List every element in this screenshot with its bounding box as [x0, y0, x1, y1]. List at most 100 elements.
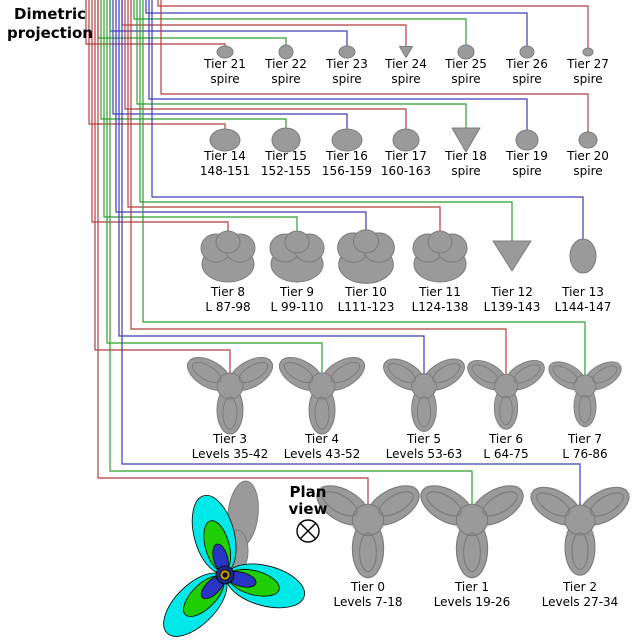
tier-shape: [200, 230, 256, 283]
connector-line: [148, 0, 528, 140]
tier-name-label: Tier 13: [561, 285, 604, 299]
tier-shape: [269, 230, 325, 283]
connector-line: [136, 0, 467, 140]
tier-shape: [515, 129, 539, 151]
tier-sub-label: spire: [332, 72, 361, 86]
tier-name-label: Tier 6: [488, 432, 523, 446]
tier-shape: [548, 361, 622, 428]
tier-name-label: Tier 0: [350, 580, 385, 594]
tier-sub-label: spire: [512, 72, 541, 86]
connector-lines: [85, 0, 589, 520]
connector-line: [124, 0, 407, 140]
tier-sub-label: L144-147: [555, 300, 612, 314]
tier-name-label: Tier 3: [212, 432, 247, 446]
tier-sub-label: spire: [271, 72, 300, 86]
tier-name-label: Tier 25: [444, 57, 487, 71]
connector-line: [157, 0, 589, 52]
tier-name-label: Tier 23: [325, 57, 368, 71]
tier-name-label: Tier 18: [444, 149, 487, 163]
tier-sub-label: 160-163: [381, 164, 431, 178]
tier-shape: [316, 485, 420, 579]
connector-line: [142, 0, 586, 386]
tier-sub-label: 148-151: [200, 164, 250, 178]
plan-view-label: Plan view: [288, 483, 328, 518]
tier-shape: [578, 131, 598, 149]
tier-shape: [337, 229, 395, 284]
tier-shape: [271, 127, 301, 153]
connector-line: [118, 0, 425, 386]
tier-sub-label: Levels 35-42: [192, 447, 269, 461]
connector-line: [145, 0, 528, 52]
connector-line: [106, 0, 323, 386]
tier-shape: [338, 45, 356, 59]
tier-shape: [451, 127, 481, 153]
tier-sub-label: L 99-110: [270, 300, 323, 314]
tier-shape: [457, 44, 475, 60]
connector-line: [109, 0, 473, 520]
connector-line: [133, 0, 467, 52]
tier-name-label: Tier 19: [505, 149, 548, 163]
tier-shape: [569, 238, 597, 274]
tier-sub-label: Levels 53-63: [386, 447, 463, 461]
tier-sub-label: Levels 43-52: [284, 447, 361, 461]
plan-view-flower: [163, 495, 305, 637]
tier-shape: [519, 45, 535, 59]
tier-sub-label: L 64-75: [483, 447, 528, 461]
tier-shape: [392, 128, 420, 152]
tier-name-label: Tier 17: [384, 149, 427, 163]
tier-name-label: Tier 2: [562, 580, 597, 594]
tier-shape: [412, 230, 468, 283]
tier-shape: [278, 44, 294, 60]
tier-sub-label: L139-143: [484, 300, 541, 314]
tier-name-label: Tier 22: [264, 57, 307, 71]
tier-name-label: Tier 8: [210, 285, 245, 299]
tier-shape: [278, 357, 366, 435]
tier-name-label: Tier 16: [325, 149, 368, 163]
tier-shape: [530, 486, 630, 576]
connector-line: [130, 0, 507, 386]
connector-line: [112, 0, 348, 140]
view-direction-icon: [296, 519, 320, 543]
tier-name-label: Tier 15: [264, 149, 307, 163]
tier-name-label: Tier 5: [406, 432, 441, 446]
tier-sub-label: Levels 7-18: [334, 595, 403, 609]
tier-sub-label: spire: [573, 72, 602, 86]
tier-sub-label: L 87-98: [205, 300, 250, 314]
tier-shape: [331, 128, 363, 152]
tier-shape: [383, 358, 465, 433]
flower-center-dot: [222, 572, 228, 578]
tier-name-label: Tier 24: [384, 57, 427, 71]
tier-shape: [582, 47, 594, 57]
tier-sub-label: spire: [391, 72, 420, 86]
tier-name-label: Tier 21: [203, 57, 246, 71]
tier-sub-label: L 76-86: [562, 447, 607, 461]
connector-line: [160, 0, 589, 140]
tier-shape: [399, 46, 413, 58]
connector-line: [97, 0, 369, 520]
tier-sub-label: spire: [512, 164, 541, 178]
tier-name-label: Tier 27: [566, 57, 609, 71]
diagram-title: Dimetric projection: [7, 5, 93, 42]
connector-line: [139, 0, 513, 256]
tier-name-label: Tier 4: [304, 432, 339, 446]
tier-sub-label: 156-159: [322, 164, 372, 178]
tier-sub-label: spire: [573, 164, 602, 178]
tier-name-label: Tier 12: [490, 285, 533, 299]
tier-sub-label: spire: [210, 72, 239, 86]
tier-sub-label: spire: [451, 72, 480, 86]
tier-sub-label: 152-155: [261, 164, 311, 178]
tier-shape: [492, 240, 532, 272]
connector-line: [121, 0, 581, 520]
tier-shape: [420, 485, 524, 579]
tier-name-label: Tier 26: [505, 57, 548, 71]
tier-sub-label: Levels 27-34: [542, 595, 619, 609]
tier-shapes: [186, 44, 630, 579]
tier-shape: [186, 357, 274, 435]
connector-line: [151, 0, 584, 256]
tier-name-label: Tier 1: [454, 580, 489, 594]
tier-shape: [467, 359, 545, 430]
tier-shape: [209, 128, 241, 152]
